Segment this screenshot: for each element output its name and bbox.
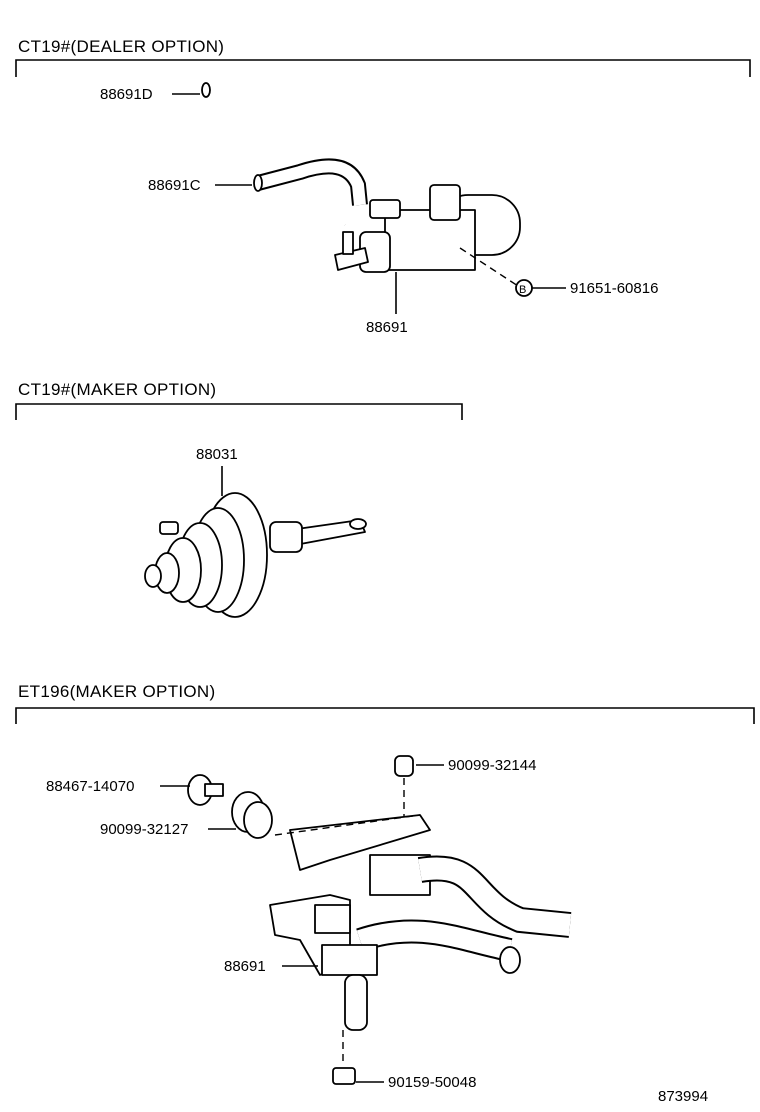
screw-90099-32144 — [394, 755, 414, 777]
label-88691-et196: 88691 — [224, 958, 266, 975]
bolt-88467-14070 — [187, 774, 224, 806]
section-bracket-maker — [15, 403, 463, 420]
label-90159-50048: 90159-50048 — [388, 1074, 476, 1091]
label-91651-60816: 91651-60816 — [570, 280, 658, 297]
figure-number: 873994 — [658, 1088, 708, 1105]
label-88031: 88031 — [196, 446, 238, 463]
cushion-90099-32127 — [231, 791, 273, 839]
section-title-maker-option: CT19#(MAKER OPTION) — [18, 380, 216, 399]
label-88691d: 88691D — [100, 86, 153, 103]
label-88467-14070: 88467-14070 — [46, 778, 134, 795]
section-title-dealer-option: CT19#(DEALER OPTION) — [18, 37, 224, 56]
hose-88691c — [253, 158, 368, 206]
label-90099-32144: 90099-32144 — [448, 757, 536, 774]
hose-88691d — [201, 82, 349, 230]
section-bracket-dealer — [15, 59, 751, 77]
label-88691: 88691 — [366, 319, 408, 336]
label-88691c: 88691C — [148, 177, 201, 194]
valve-assembly-88691 — [269, 814, 572, 1031]
label-90099-32127: 90099-32127 — [100, 821, 188, 838]
section-bracket-et196 — [15, 707, 755, 724]
vacuum-valve-88691 — [334, 184, 521, 273]
section-title-et196-maker-option: ET196(MAKER OPTION) — [18, 682, 215, 701]
bolt-marker-label: B — [519, 284, 526, 296]
screw-90159-50048 — [332, 1067, 356, 1085]
actuator-88031 — [144, 492, 367, 618]
